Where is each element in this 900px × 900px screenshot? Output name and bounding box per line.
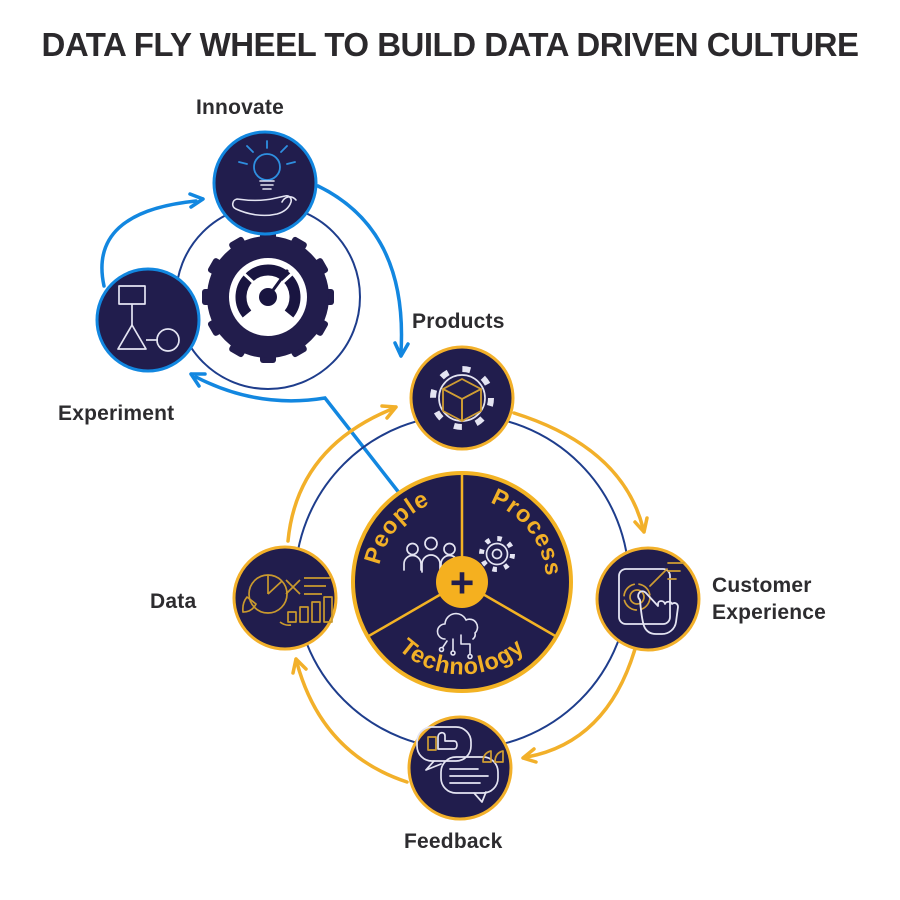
gear-cube-icon <box>430 366 494 430</box>
label-data: Data <box>150 590 197 613</box>
process-gear-icon <box>479 536 515 572</box>
people-group-icon <box>403 536 459 573</box>
node-customer-experience <box>595 546 701 652</box>
bottom-flywheel: People Process Technology + <box>232 345 701 821</box>
center-wheel: People Process Technology + <box>351 471 573 693</box>
gear-gauge-icon <box>202 231 334 363</box>
arrow-innovate-to-products <box>316 184 410 358</box>
arrow-data-to-products <box>286 404 398 543</box>
node-data <box>232 545 338 651</box>
page-title: DATA FLY WHEEL TO BUILD DATA DRIVEN CULT… <box>41 26 859 63</box>
lightbulb-in-hand-icon <box>231 140 297 217</box>
plus-badge: + <box>436 556 488 608</box>
node-products <box>409 345 515 451</box>
top-flywheel <box>95 130 410 496</box>
node-experiment <box>95 267 201 373</box>
label-innovate: Innovate <box>196 96 284 119</box>
arrow-products-to-customer-experience <box>512 411 649 534</box>
arrow-customer-experience-to-feedback <box>521 647 637 764</box>
pie-and-bar-chart-icon <box>241 574 333 627</box>
touchscreen-hand-icon <box>618 562 685 635</box>
label-products: Products <box>412 310 505 333</box>
gauge-ticks <box>240 270 296 286</box>
top-flywheel-arrows <box>100 184 410 496</box>
cloud-circuit-icon <box>436 612 479 660</box>
label-customer-experience: Customer Experience <box>712 574 827 625</box>
plus-symbol: + <box>450 559 475 606</box>
flowchart-shapes-icon <box>117 285 180 352</box>
arrow-feedback-to-data <box>291 657 409 784</box>
chat-bubbles-thumbsup-quotes-icon <box>416 726 504 803</box>
node-innovate <box>212 130 318 236</box>
label-experiment: Experiment <box>58 402 175 425</box>
label-feedback: Feedback <box>404 830 503 853</box>
arrow-center-to-experiment <box>189 372 402 496</box>
gauge-needle <box>266 269 289 299</box>
arrow-experiment-to-innovate <box>100 192 205 288</box>
node-feedback <box>407 715 513 821</box>
gauge-arc <box>235 264 301 318</box>
bottom-flywheel-arrows <box>286 404 649 784</box>
